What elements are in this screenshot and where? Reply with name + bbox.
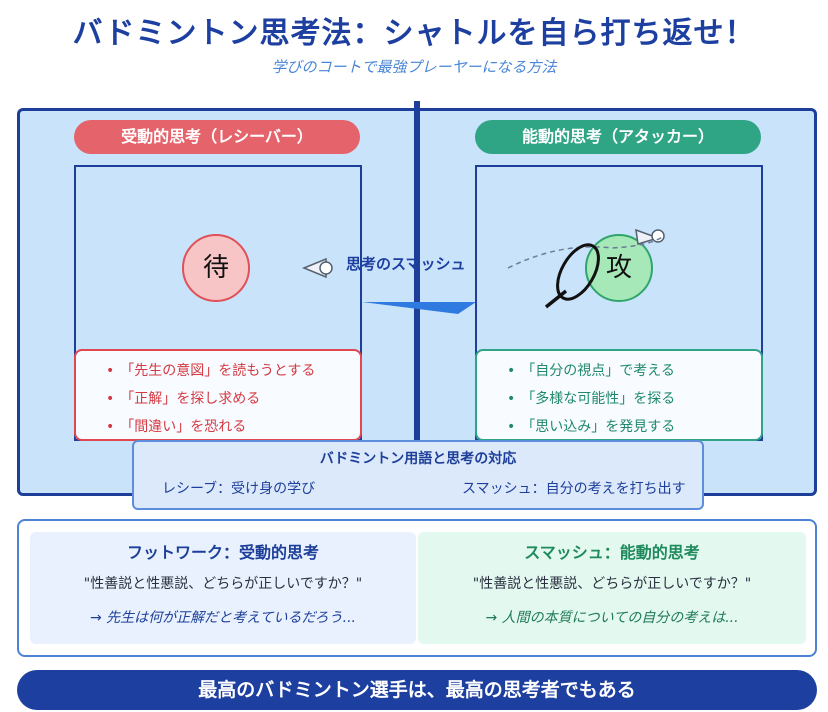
active-example-answer: → 人間の本質についての自分の考えは... <box>485 610 739 626</box>
shuttle-trajectory <box>507 235 665 269</box>
shuttlecock-left-icon <box>302 257 333 279</box>
net-divider <box>414 101 420 496</box>
active-example-question: "性善説と性悪説、どちらが正しいですか？" <box>472 576 752 592</box>
passive-example-answer: → 先生は何が正解だと考えているだろう... <box>90 610 356 626</box>
terms-panel <box>132 440 704 510</box>
terms-title: バドミントン用語と思考の対応 <box>319 451 517 467</box>
list-item: •「自分の視点」で考える <box>507 363 675 379</box>
active-example-title: スマッシュ：能動的思考 <box>524 543 700 562</box>
smash-label: 思考のスマッシュ <box>346 255 466 273</box>
passive-example-title: フットワーク：受動的思考 <box>126 543 319 562</box>
passive-example-question: "性善説と性悪説、どちらが正しいですか？" <box>83 576 363 592</box>
page-title: バドミントン思考法：シャトルを自ら打ち返せ！ <box>72 16 756 51</box>
list-item: •「思い込み」を発見する <box>507 419 676 435</box>
list-item: •「間違い」を恐れる <box>106 419 247 435</box>
active-traits-list: •「自分の視点」で考える •「多様な可能性」を探る •「思い込み」を発見する <box>475 349 763 441</box>
attack-symbol: 攻 <box>585 234 653 302</box>
active-example-card: スマッシュ：能動的思考 "性善説と性悪説、どちらが正しいですか？" → 人間の本… <box>418 532 806 644</box>
passive-example-card: フットワーク：受動的思考 "性善説と性悪説、どちらが正しいですか？" → 先生は… <box>30 532 416 644</box>
list-item: •「多様な可能性」を探る <box>507 391 676 407</box>
passive-thinking-label: 受動的思考（レシーバー） <box>74 120 360 154</box>
passive-traits-list: •「先生の意図」を読もうとする •「正解」を探し求める •「間違い」を恐れる <box>74 349 362 441</box>
list-item: •「先生の意図」を読もうとする <box>106 363 316 379</box>
terms-receive: レシーブ：受け身の学び <box>162 481 316 497</box>
conclusion-banner: 最高のバドミントン選手は、最高の思考者でもある <box>17 670 817 710</box>
page-subtitle: 学びのコートで最強プレーヤーになる方法 <box>271 58 557 76</box>
smash-arrow <box>362 302 476 314</box>
terms-smash: スマッシュ：自分の考えを打ち出す <box>462 481 686 497</box>
wait-symbol: 待 <box>182 234 250 302</box>
active-thinking-label: 能動的思考（アタッカー） <box>475 120 761 154</box>
racket-icon <box>544 243 600 309</box>
shuttlecock-right-icon <box>635 228 665 245</box>
list-item: •「正解」を探し求める <box>106 391 261 407</box>
